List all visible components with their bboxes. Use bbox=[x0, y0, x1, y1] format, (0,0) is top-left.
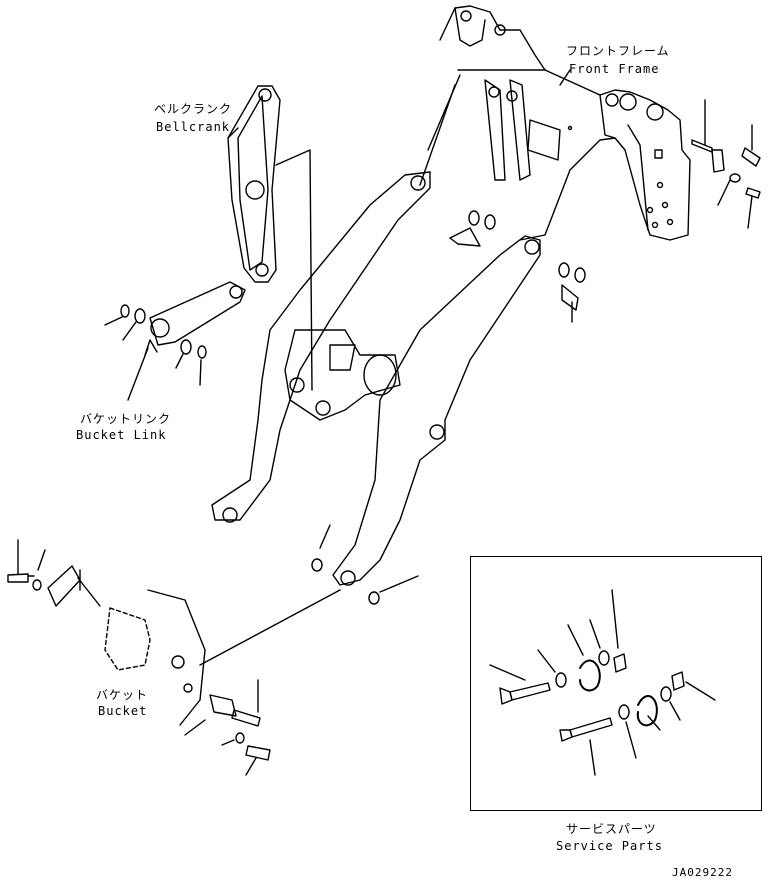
bellcrank-drawing bbox=[227, 85, 313, 391]
bucket-drawing bbox=[7, 539, 271, 776]
service-parts-inset-box bbox=[470, 556, 762, 811]
service-parts-drawing bbox=[489, 589, 716, 776]
lift-arm-left bbox=[211, 171, 431, 523]
cross-tube bbox=[284, 329, 401, 421]
bucket-link-drawing bbox=[104, 281, 246, 401]
front-frame-label-jp: フロントフレーム bbox=[566, 44, 670, 58]
lift-arm-right bbox=[199, 235, 541, 666]
bellcrank-label-jp: ベルクランク bbox=[154, 102, 233, 116]
bucket-link-label-en: Bucket Link bbox=[76, 428, 167, 442]
service-parts-label-en: Service Parts bbox=[556, 839, 663, 853]
front-frame-drawing bbox=[419, 5, 691, 241]
front-frame-label-en: Front Frame bbox=[569, 62, 660, 76]
drawing-number: JA029222 bbox=[672, 866, 733, 879]
bellcrank-label-en: Bellcrank bbox=[156, 120, 231, 134]
bucket-label-jp: バケット bbox=[96, 688, 149, 702]
arm-washers bbox=[449, 210, 586, 323]
frame-pin-parts bbox=[691, 99, 761, 229]
bucket-label-en: Bucket bbox=[98, 704, 148, 718]
bucket-link-label-jp: バケットリンク bbox=[80, 412, 172, 426]
service-parts-label-jp: サービスパーツ bbox=[566, 822, 657, 836]
leader-lines bbox=[227, 69, 571, 139]
